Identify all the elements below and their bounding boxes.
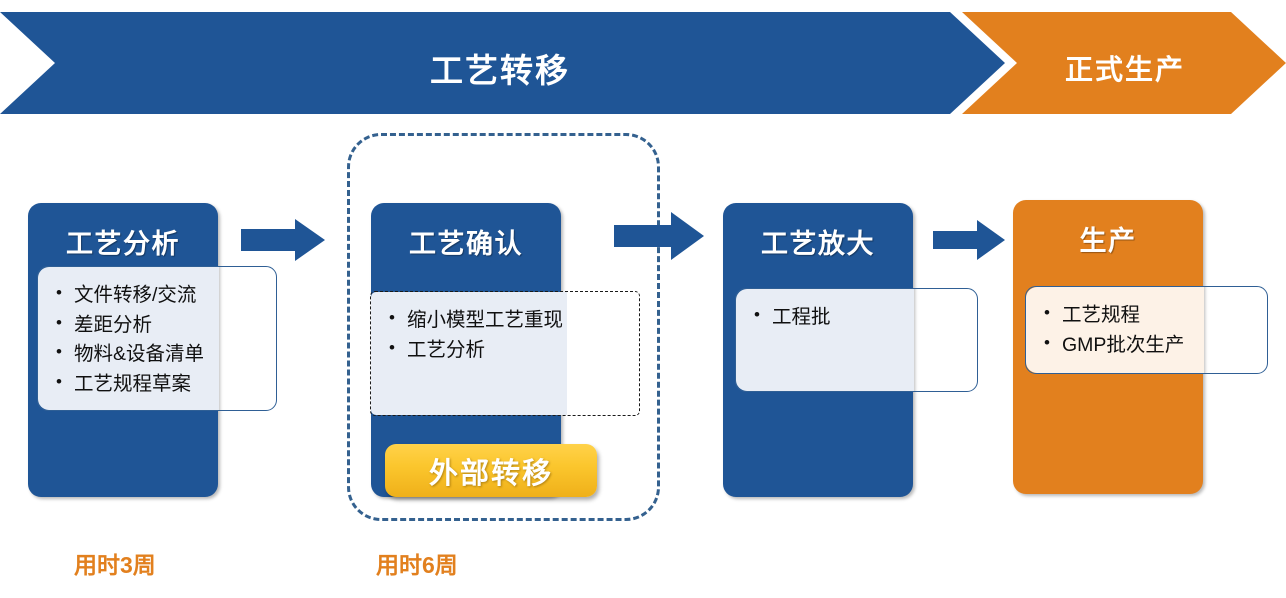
list-item: 工艺规程 — [1042, 300, 1257, 331]
banner-chevron-primary — [0, 12, 1005, 114]
duration-stage-2: 用时6周 — [376, 552, 458, 578]
stage-bullets-process-analysis: 文件转移/交流 差距分析 物料&设备清单 工艺规程草案 — [37, 266, 277, 411]
external-transfer-group-outline — [347, 133, 660, 521]
stage-title-process-scaleup: 工艺放大 — [761, 229, 875, 259]
stage-bullets-process-confirmation: 缩小模型工艺重现 工艺分析 — [370, 291, 640, 416]
list-item: 文件转移/交流 — [54, 280, 266, 311]
external-transfer-badge-label: 外部转移 — [428, 457, 553, 490]
phase-banner: 工艺转移 正式生产 — [0, 12, 1286, 114]
list-item: 工艺分析 — [387, 335, 629, 366]
list-item: 工程批 — [752, 302, 967, 333]
flow-arrow-3 — [933, 220, 1005, 260]
stage-title-process-confirmation: 工艺确认 — [409, 229, 523, 259]
banner-chevron-secondary — [962, 12, 1286, 114]
flow-arrow-1 — [241, 219, 325, 261]
flow-arrow-2 — [614, 212, 704, 260]
list-item: 差距分析 — [54, 310, 266, 341]
external-transfer-badge[interactable]: 外部转移 — [385, 444, 597, 497]
stage-bullets-production: 工艺规程 GMP批次生产 — [1025, 286, 1268, 374]
duration-stage-1: 用时3周 — [74, 552, 156, 578]
banner-secondary-label: 正式生产 — [1064, 54, 1185, 85]
list-item: GMP批次生产 — [1042, 330, 1257, 361]
list-item: 缩小模型工艺重现 — [387, 305, 629, 336]
stage-title-production: 生产 — [1079, 226, 1137, 256]
stage-bullets-process-scaleup: 工程批 — [735, 288, 978, 392]
banner-primary-label: 工艺转移 — [430, 52, 570, 89]
stage-title-process-analysis: 工艺分析 — [66, 229, 180, 259]
list-item: 工艺规程草案 — [54, 369, 266, 400]
banner-chevrons — [0, 12, 1286, 114]
list-item: 物料&设备清单 — [54, 339, 266, 370]
